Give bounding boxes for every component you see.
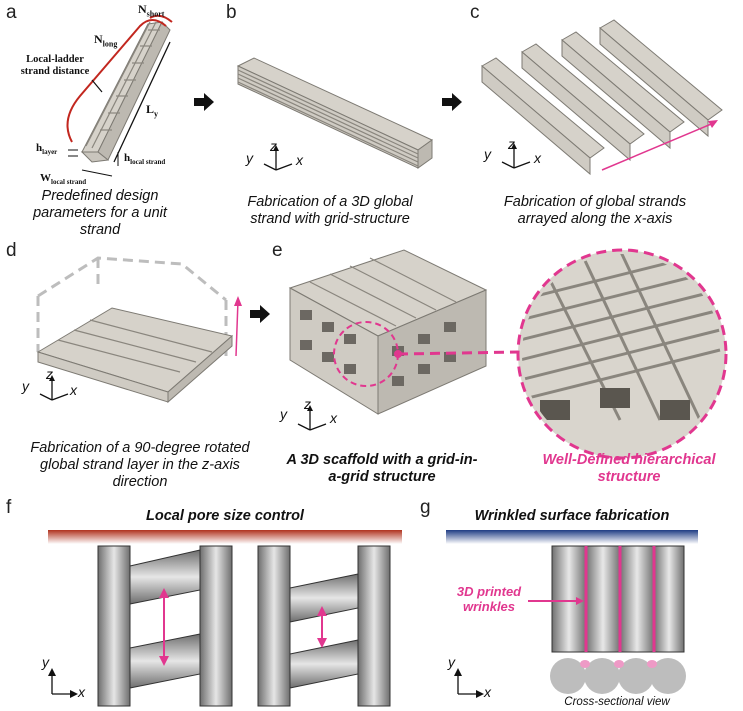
xyz-axes-icon [263, 145, 293, 171]
z-axis-label: z [270, 138, 277, 154]
h-layer-label: hlayer [36, 142, 58, 157]
panel-b-label: b [226, 2, 237, 23]
arrow-right-icon [194, 93, 214, 111]
x-axis-label: x [484, 684, 491, 700]
xyz-axes-icon [39, 375, 69, 401]
z-axis-label: z [304, 396, 311, 412]
ly-label: Ly [146, 102, 159, 119]
w-local-strand-label: Wlocal strand [40, 172, 87, 187]
panel-b-caption: Fabrication of a 3D global strand with g… [247, 194, 413, 227]
z-axis-label: z [508, 136, 515, 152]
panel-f-label: f [6, 497, 12, 518]
x-axis-label: x [296, 152, 303, 168]
panel-d-label: d [6, 240, 17, 261]
wrinkle-fabrication-title: Wrinkled surface fabrication [474, 508, 670, 524]
y-axis-label: y [246, 150, 253, 166]
wrinkle-fabrication-bar [446, 530, 698, 544]
y-axis-label: y [22, 378, 29, 394]
arrow-right-icon [250, 305, 270, 323]
ladder-distance-label: Local-ladder strand distance [20, 54, 90, 77]
y-axis-label: y [484, 146, 491, 162]
y-axis-label: y [448, 654, 455, 670]
y-axis-label: y [280, 406, 287, 422]
x-axis-label: x [534, 150, 541, 166]
printed-wrinkles-label: 3D printed wrinkles [456, 584, 522, 614]
z-axis-label: z [46, 366, 53, 382]
n-short-label: Nshort [138, 2, 165, 19]
n-long-label: Nlong [94, 32, 118, 49]
xyz-axes-icon [501, 143, 531, 169]
x-axis-label: x [330, 410, 337, 426]
panel-g-label: g [420, 497, 431, 518]
arrow-right-icon [442, 93, 462, 111]
panel-e-label: e [272, 240, 283, 261]
panel-e-caption: A 3D scaffold with a grid-in-a-grid stru… [286, 452, 478, 485]
h-local-strand-label: hlocal strand [124, 152, 166, 167]
panel-d-caption: Fabrication of a 90-degree rotated globa… [30, 440, 250, 490]
panel-a-caption: Predefined design parameters for a unit … [33, 188, 167, 238]
pore-control-bar [48, 530, 402, 544]
panel-a-label: a [6, 2, 17, 23]
x-axis-label: x [70, 382, 77, 398]
pore-control-title: Local pore size control [146, 508, 304, 524]
hierarchical-structure-label: Well-Defined hierarchical structure [542, 452, 716, 485]
panel-c-label: c [470, 2, 480, 23]
x-axis-label: x [78, 684, 85, 700]
y-axis-label: y [42, 654, 49, 670]
cross-section-label: Cross-sectional view [564, 696, 670, 708]
xyz-axes-icon [297, 405, 327, 431]
panel-c-caption: Fabrication of global strands arrayed al… [503, 194, 687, 227]
